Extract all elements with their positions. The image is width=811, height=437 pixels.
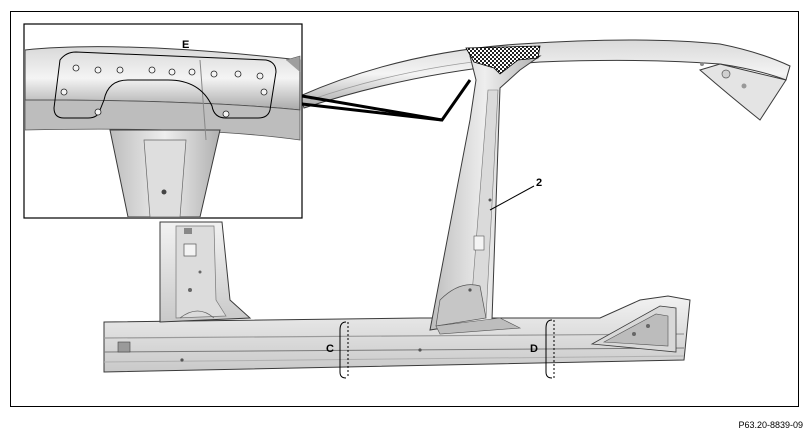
weld-spot-icon — [72, 64, 80, 72]
detail-inset — [23, 23, 303, 219]
weld-spot-icon — [94, 108, 102, 116]
weld-spot-icon — [116, 66, 124, 74]
weld-spot-icon — [210, 70, 218, 78]
weld-spot-icon — [234, 70, 242, 78]
weld-spots — [60, 64, 268, 118]
weld-spot-icon — [222, 110, 230, 118]
section-bracket-icon — [545, 319, 555, 379]
section-label-c: C — [326, 343, 334, 355]
part-leader — [489, 185, 535, 211]
section-label-d: D — [530, 343, 538, 355]
weld-spot-icon — [60, 88, 68, 96]
rocker-panel — [103, 295, 691, 373]
weld-spot-icon — [260, 88, 268, 96]
detail-leader — [301, 79, 472, 122]
a-pillar-lower — [159, 221, 252, 323]
weld-spot-icon — [148, 66, 156, 74]
weld-spot-icon — [188, 68, 196, 76]
weld-spot-icon — [256, 72, 264, 80]
weld-spot-icon — [94, 66, 102, 74]
detail-label: E — [182, 39, 190, 51]
hatched-region-icon — [465, 45, 541, 75]
part-label: 2 — [536, 177, 543, 189]
weld-spot-icon — [168, 68, 176, 76]
section-bracket-icon — [339, 321, 349, 379]
reference-code: P63.20-8839-09 — [738, 420, 803, 430]
b-pillar — [429, 55, 542, 335]
